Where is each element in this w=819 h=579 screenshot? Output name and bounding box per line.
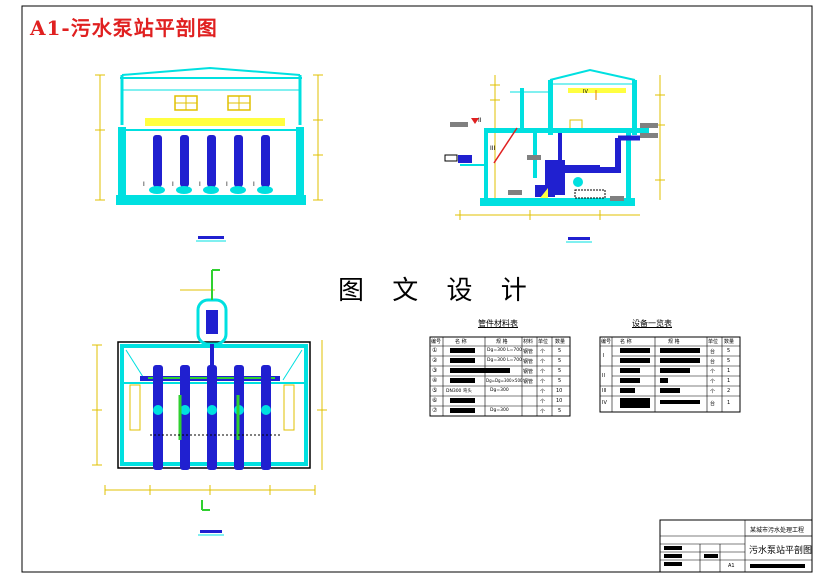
mat-spec-7: Dg=300 xyxy=(490,408,509,413)
eq-qty-5: 2 xyxy=(727,388,731,394)
mat-mat-4: 钢管 xyxy=(523,379,534,385)
mat-spec-4: Dg=Dg=300×500 xyxy=(486,378,523,383)
mat-qty-4: 5 xyxy=(558,378,562,384)
equipment-table xyxy=(599,336,741,413)
eq-h-no: 编号 xyxy=(601,339,612,345)
mat-h-qty: 数量 xyxy=(555,339,566,345)
mat-qty-6: 10 xyxy=(556,398,563,404)
eq-no-5: III xyxy=(602,388,607,394)
materials-table xyxy=(429,336,571,417)
mat-h-no: 编号 xyxy=(431,339,442,345)
title-block-sheet-no: A1 xyxy=(728,563,735,569)
mat-unit-2: 个 xyxy=(540,359,546,365)
equipment-label-ii: II xyxy=(478,117,482,124)
mat-unit-4: 个 xyxy=(540,379,546,385)
mat-spec-5: Dg=300 xyxy=(490,388,509,393)
mat-spec-2: Dg=300 L=700 xyxy=(487,358,522,363)
mat-h-name: 名 称 xyxy=(455,339,467,345)
eq-h-unit: 单位 xyxy=(708,339,719,345)
mat-no-4: ④ xyxy=(432,377,438,384)
pump-label-2: I xyxy=(172,181,174,188)
sheet-title: A1-污水泵站平剖图 xyxy=(30,16,218,40)
mat-unit-6: 个 xyxy=(540,399,546,405)
section-view-right: IV II III xyxy=(444,68,665,243)
mat-no-2: ② xyxy=(432,357,438,364)
eq-unit-1: 台 xyxy=(710,349,716,355)
mat-h-unit: 单位 xyxy=(538,339,549,345)
mat-no-5: ⑤ xyxy=(432,387,438,394)
title-block-project: 某城市污水处理工程 xyxy=(750,527,805,534)
mat-spec-1: Dg=300 L=700 xyxy=(487,348,522,353)
mat-no-7: ⑦ xyxy=(432,407,438,414)
mat-qty-5: 10 xyxy=(556,388,563,394)
materials-table-title: 管件材料表 xyxy=(478,319,518,328)
eq-unit-3: 个 xyxy=(710,369,716,375)
eq-unit-4: 个 xyxy=(710,379,716,385)
eq-unit-2: 台 xyxy=(710,359,716,365)
eq-qty-6: 1 xyxy=(727,400,731,406)
sheet-border xyxy=(21,5,813,573)
eq-h-name: 名 称 xyxy=(620,339,632,345)
pump-label-5: I xyxy=(253,181,255,188)
title-block xyxy=(659,519,813,573)
eq-no-3: II xyxy=(602,373,605,379)
equipment-table-title: 设备一览表 xyxy=(632,319,672,328)
pump-label-3: I xyxy=(199,181,201,188)
mat-unit-5: 个 xyxy=(540,389,546,395)
eq-h-qty: 数量 xyxy=(724,339,735,345)
mat-mat-1: 钢管 xyxy=(523,349,534,355)
pump-label-4: I xyxy=(226,181,228,188)
pump-label-1: I xyxy=(143,181,145,188)
mat-unit-1: 个 xyxy=(540,349,546,355)
eq-no-1: I xyxy=(603,353,605,359)
mat-mat-3: 钢管 xyxy=(523,369,534,375)
crane-label: IV xyxy=(583,89,588,95)
mat-mat-2: 钢管 xyxy=(523,359,534,365)
eq-unit-6: 台 xyxy=(710,401,716,407)
mat-no-6: ⑥ xyxy=(432,397,438,404)
center-title: 图 文 设 计 xyxy=(338,276,537,306)
mat-qty-1: 5 xyxy=(558,348,562,354)
eq-qty-2: 5 xyxy=(727,358,731,364)
eq-no-6: IV xyxy=(602,400,607,406)
eq-qty-1: 5 xyxy=(727,348,731,354)
plan-view xyxy=(92,269,327,536)
mat-name-5: DN300 弯头 xyxy=(446,389,472,394)
equipment-label-iii: III xyxy=(490,145,496,152)
section-view-left: I I I I I xyxy=(95,66,323,242)
eq-qty-3: 1 xyxy=(727,368,731,374)
eq-unit-5: 个 xyxy=(710,389,716,395)
mat-unit-3: 个 xyxy=(540,369,546,375)
mat-no-1: ① xyxy=(432,347,438,354)
eq-h-spec: 规 格 xyxy=(668,339,680,345)
title-block-drawing-name: 污水泵站平剖图 xyxy=(749,546,813,556)
mat-qty-7: 5 xyxy=(558,408,562,414)
mat-qty-3: 5 xyxy=(558,368,562,374)
mat-h-spec: 规 格 xyxy=(496,339,508,345)
mat-h-mat: 材料 xyxy=(523,339,534,345)
mat-no-3: ③ xyxy=(432,367,438,374)
eq-qty-4: 1 xyxy=(727,378,731,384)
mat-unit-7: 个 xyxy=(540,409,546,415)
mat-qty-2: 5 xyxy=(558,358,562,364)
